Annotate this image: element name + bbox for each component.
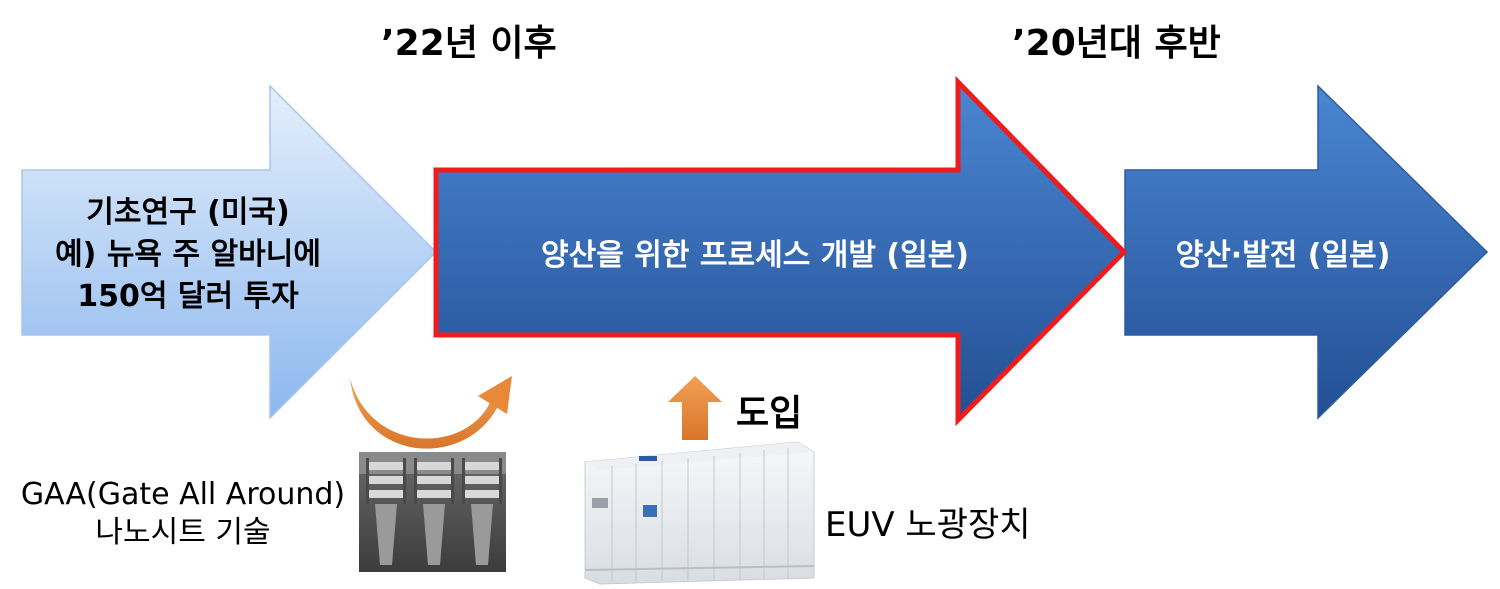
mass-production-text: 양산·발전 (일본) xyxy=(1175,238,1391,273)
euv-machine-image xyxy=(584,441,815,585)
gaa-caption-line-2: 나노시트 기술 xyxy=(95,515,271,550)
arrow-basic-research xyxy=(21,84,438,420)
up-arrow-icon xyxy=(668,376,722,440)
basic-research-line-2: 예) 뉴욕 주 알바니에 xyxy=(55,237,321,272)
curved-transfer-arrow xyxy=(350,376,512,449)
period-label-late-2020s: ’20년대 후반 xyxy=(1012,23,1221,64)
arrow-mass-production xyxy=(1124,84,1489,420)
arrow-process-development xyxy=(433,75,1128,427)
introduce-label: 도입 xyxy=(736,393,803,434)
period-label-2022: ’22년 이후 xyxy=(381,23,557,64)
basic-research-text: 기초연구 (미국) 예) 뉴욕 주 알바니에 150억 달러 투자 xyxy=(28,190,348,320)
euv-caption: EUV 노광장치 xyxy=(825,505,1031,545)
gaa-nanosheet-image xyxy=(359,452,506,572)
basic-research-line-1: 기초연구 (미국) xyxy=(86,195,290,230)
gaa-caption-line-1: GAA(Gate All Around) xyxy=(20,477,346,512)
process-development-text: 양산을 위한 프로세스 개발 (일본) xyxy=(541,238,969,273)
basic-research-line-3: 150억 달러 투자 xyxy=(77,279,299,314)
gaa-caption: GAA(Gate All Around) 나노시트 기술 xyxy=(18,476,348,552)
